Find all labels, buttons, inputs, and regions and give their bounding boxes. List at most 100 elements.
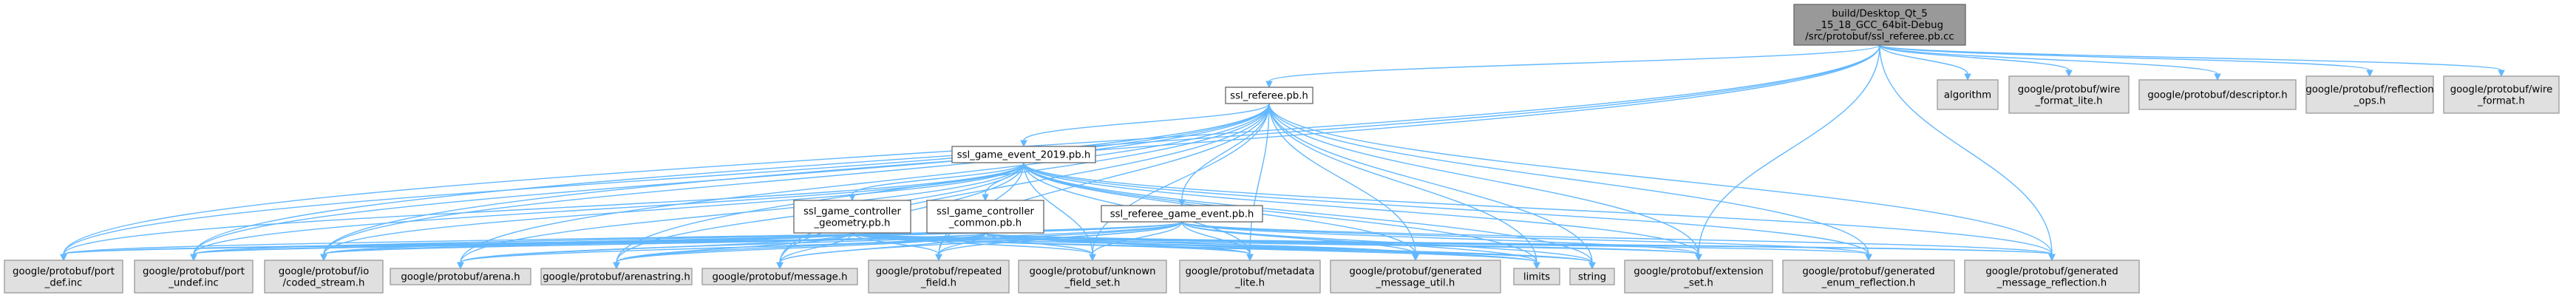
node-arena: google/protobuf/arena.h [390, 268, 531, 285]
edge-arrowhead-ssl-referee-pb-h [1265, 81, 1273, 89]
node-ssl-referee-game-event[interactable]: ssl_referee_game_event.pb.h [1101, 205, 1263, 223]
node-label-line: google/protobuf/wire [2450, 84, 2553, 95]
node-label-line: google/protobuf/generated [1985, 266, 2118, 277]
node-label-line: limits [1523, 272, 1550, 283]
edge-arrowhead-metadata-lite [1246, 254, 1254, 262]
node-box [1937, 79, 1999, 110]
edge-arrowhead-ssl-gc-geometry [849, 194, 856, 202]
node-ssl-gc-geometry[interactable]: ssl_game_controller_geometry.pb.h [793, 200, 911, 234]
node-box [134, 260, 254, 294]
node-label-line: /src/protobuf/ssl_referee.pb.cc [1805, 32, 1954, 43]
edge-ssl-referee-pb-h-to-ssl-game-event-2019 [1023, 103, 1270, 141]
node-limits: limits [1513, 268, 1560, 285]
edge-ssl-referee-game-event-to-repeated-field [938, 221, 1183, 255]
dependency-edges [60, 44, 2505, 270]
edge-arrowhead-generated-message-reflection [2048, 254, 2056, 262]
node-ssl-game-event-2019[interactable]: ssl_game_event_2019.pb.h [951, 146, 1096, 163]
node-box [701, 268, 858, 285]
edge-ssl-game-event-2019-to-generated-message-reflection [1023, 162, 2053, 255]
node-label-line: _message_reflection.h [1996, 277, 2107, 288]
edge-arrowhead-arena [457, 262, 464, 270]
edge-arrowhead-port-def [60, 254, 67, 262]
node-label-line: _geometry.pb.h [814, 217, 891, 228]
node-label-line: ssl_referee_game_event.pb.h [1110, 209, 1254, 220]
edge-ssl-gc-common-to-string [985, 232, 1593, 263]
node-box [793, 200, 911, 234]
edge-root-to-wire-format-lite [1879, 44, 2070, 71]
node-box [926, 200, 1044, 234]
edge-arrowhead-unknown-field-set [1089, 254, 1096, 262]
node-label-line: google/protobuf/generated [1802, 266, 1934, 277]
node-label-line: google/protobuf/metadata [1185, 266, 1314, 277]
node-box [868, 260, 1010, 294]
edge-arrowhead-extension-set [1695, 254, 1702, 262]
node-wire-format: google/protobuf/wire_format.h [2443, 75, 2560, 114]
edge-ssl-referee-game-event-to-extension-set [1181, 221, 1699, 255]
node-box [2008, 75, 2130, 114]
edge-arrowhead-reflection-ops [2366, 70, 2373, 78]
node-label-line: google/protobuf/arenastring.h [543, 272, 690, 283]
node-label-line: google/protobuf/generated [1349, 266, 1481, 277]
node-box [1018, 260, 1167, 294]
edge-ssl-referee-pb-h-to-generated-enum-reflection [1268, 103, 1869, 255]
node-label-line: algorithm [1944, 90, 1991, 101]
node-algorithm: algorithm [1937, 79, 1999, 110]
node-label-line: google/protobuf/wire [2018, 84, 2121, 95]
node-box [4, 260, 123, 294]
node-arenastring: google/protobuf/arenastring.h [540, 268, 693, 285]
graph-nodes: build/Desktop_Qt_5_15_18_GCC_64bit-Debug… [4, 4, 2560, 294]
node-ssl-referee-pb-h[interactable]: ssl_referee.pb.h [1225, 87, 1314, 104]
edge-root-to-extension-set [1698, 44, 1880, 255]
node-extension-set: google/protobuf/extension_set.h [1624, 260, 1773, 294]
edge-arrowhead-limits [1533, 262, 1540, 270]
edge-arrowhead-coded-stream [320, 254, 327, 262]
node-box [264, 260, 384, 294]
edge-root-to-reflection-ops [1879, 44, 2371, 71]
node-generated-enum-reflection: google/protobuf/generated_enum_reflectio… [1782, 260, 1955, 294]
edge-root-to-algorithm [1879, 44, 1968, 75]
edge-ssl-game-event-2019-to-generated-enum-reflection [1023, 162, 1869, 255]
edge-ssl-referee-pb-h-to-ssl-referee-game-event [1181, 103, 1270, 200]
edge-ssl-gc-geometry-to-message [779, 232, 853, 263]
node-label-line: google/protobuf/arena.h [401, 272, 520, 283]
edge-ssl-referee-pb-h-to-arena [460, 103, 1270, 263]
edge-arrowhead-wire-format-lite [2065, 70, 2073, 78]
node-coded-stream: google/protobuf/io/coded_stream.h [264, 260, 384, 294]
node-box [1330, 260, 1501, 294]
node-label-line: google/protobuf/descriptor.h [2147, 90, 2287, 101]
node-label-line: _lite.h [1234, 277, 1265, 288]
edge-ssl-gc-common-to-generated-message-reflection [985, 232, 2053, 255]
node-ssl-gc-common[interactable]: ssl_game_controller_common.pb.h [926, 200, 1044, 234]
edge-ssl-referee-game-event-to-string [1181, 221, 1593, 263]
node-label-line: string [1578, 272, 1606, 283]
edge-arrowhead-ssl-gc-common [982, 194, 989, 202]
edge-arrowhead-ssl-game-event-2019 [1020, 140, 1027, 148]
edge-ssl-gc-common-to-coded-stream [323, 232, 986, 255]
edge-ssl-game-event-2019-to-extension-set [1023, 162, 1699, 255]
node-string: string [1569, 268, 1615, 285]
node-label-line: google/protobuf/unknown [1029, 266, 1155, 277]
edge-arrowhead-port-undef [190, 254, 197, 262]
edge-ssl-referee-game-event-to-generated-enum-reflection [1181, 221, 1869, 255]
node-message: google/protobuf/message.h [701, 268, 858, 285]
edge-ssl-referee-game-event-to-unknown-field-set [1092, 221, 1183, 255]
node-root[interactable]: build/Desktop_Qt_5_15_18_GCC_64bit-Debug… [1793, 4, 1966, 46]
node-label-line: /coded_stream.h [283, 277, 365, 288]
edge-root-to-generated-message-reflection [1879, 44, 2053, 255]
node-label-line: _format_lite.h [2034, 95, 2102, 106]
node-repeated-field: google/protobuf/repeated_field.h [868, 260, 1010, 294]
edge-ssl-referee-game-event-to-arenastring [616, 221, 1183, 263]
node-box [1101, 205, 1263, 223]
edge-ssl-game-event-2019-to-port-undef [193, 162, 1024, 255]
edge-ssl-referee-pb-h-to-generated-message-util [1268, 103, 1416, 255]
node-unknown-field-set: google/protobuf/unknown_field_set.h [1018, 260, 1167, 294]
node-box [1513, 268, 1560, 285]
node-label-line: _format.h [2477, 95, 2525, 106]
edge-ssl-referee-pb-h-to-metadata-lite [1249, 103, 1270, 255]
node-box [540, 268, 693, 285]
node-box [2443, 75, 2560, 114]
node-box [1179, 260, 1321, 294]
node-box [1964, 260, 2140, 294]
edge-arrowhead-generated-enum-reflection [1865, 254, 1872, 262]
